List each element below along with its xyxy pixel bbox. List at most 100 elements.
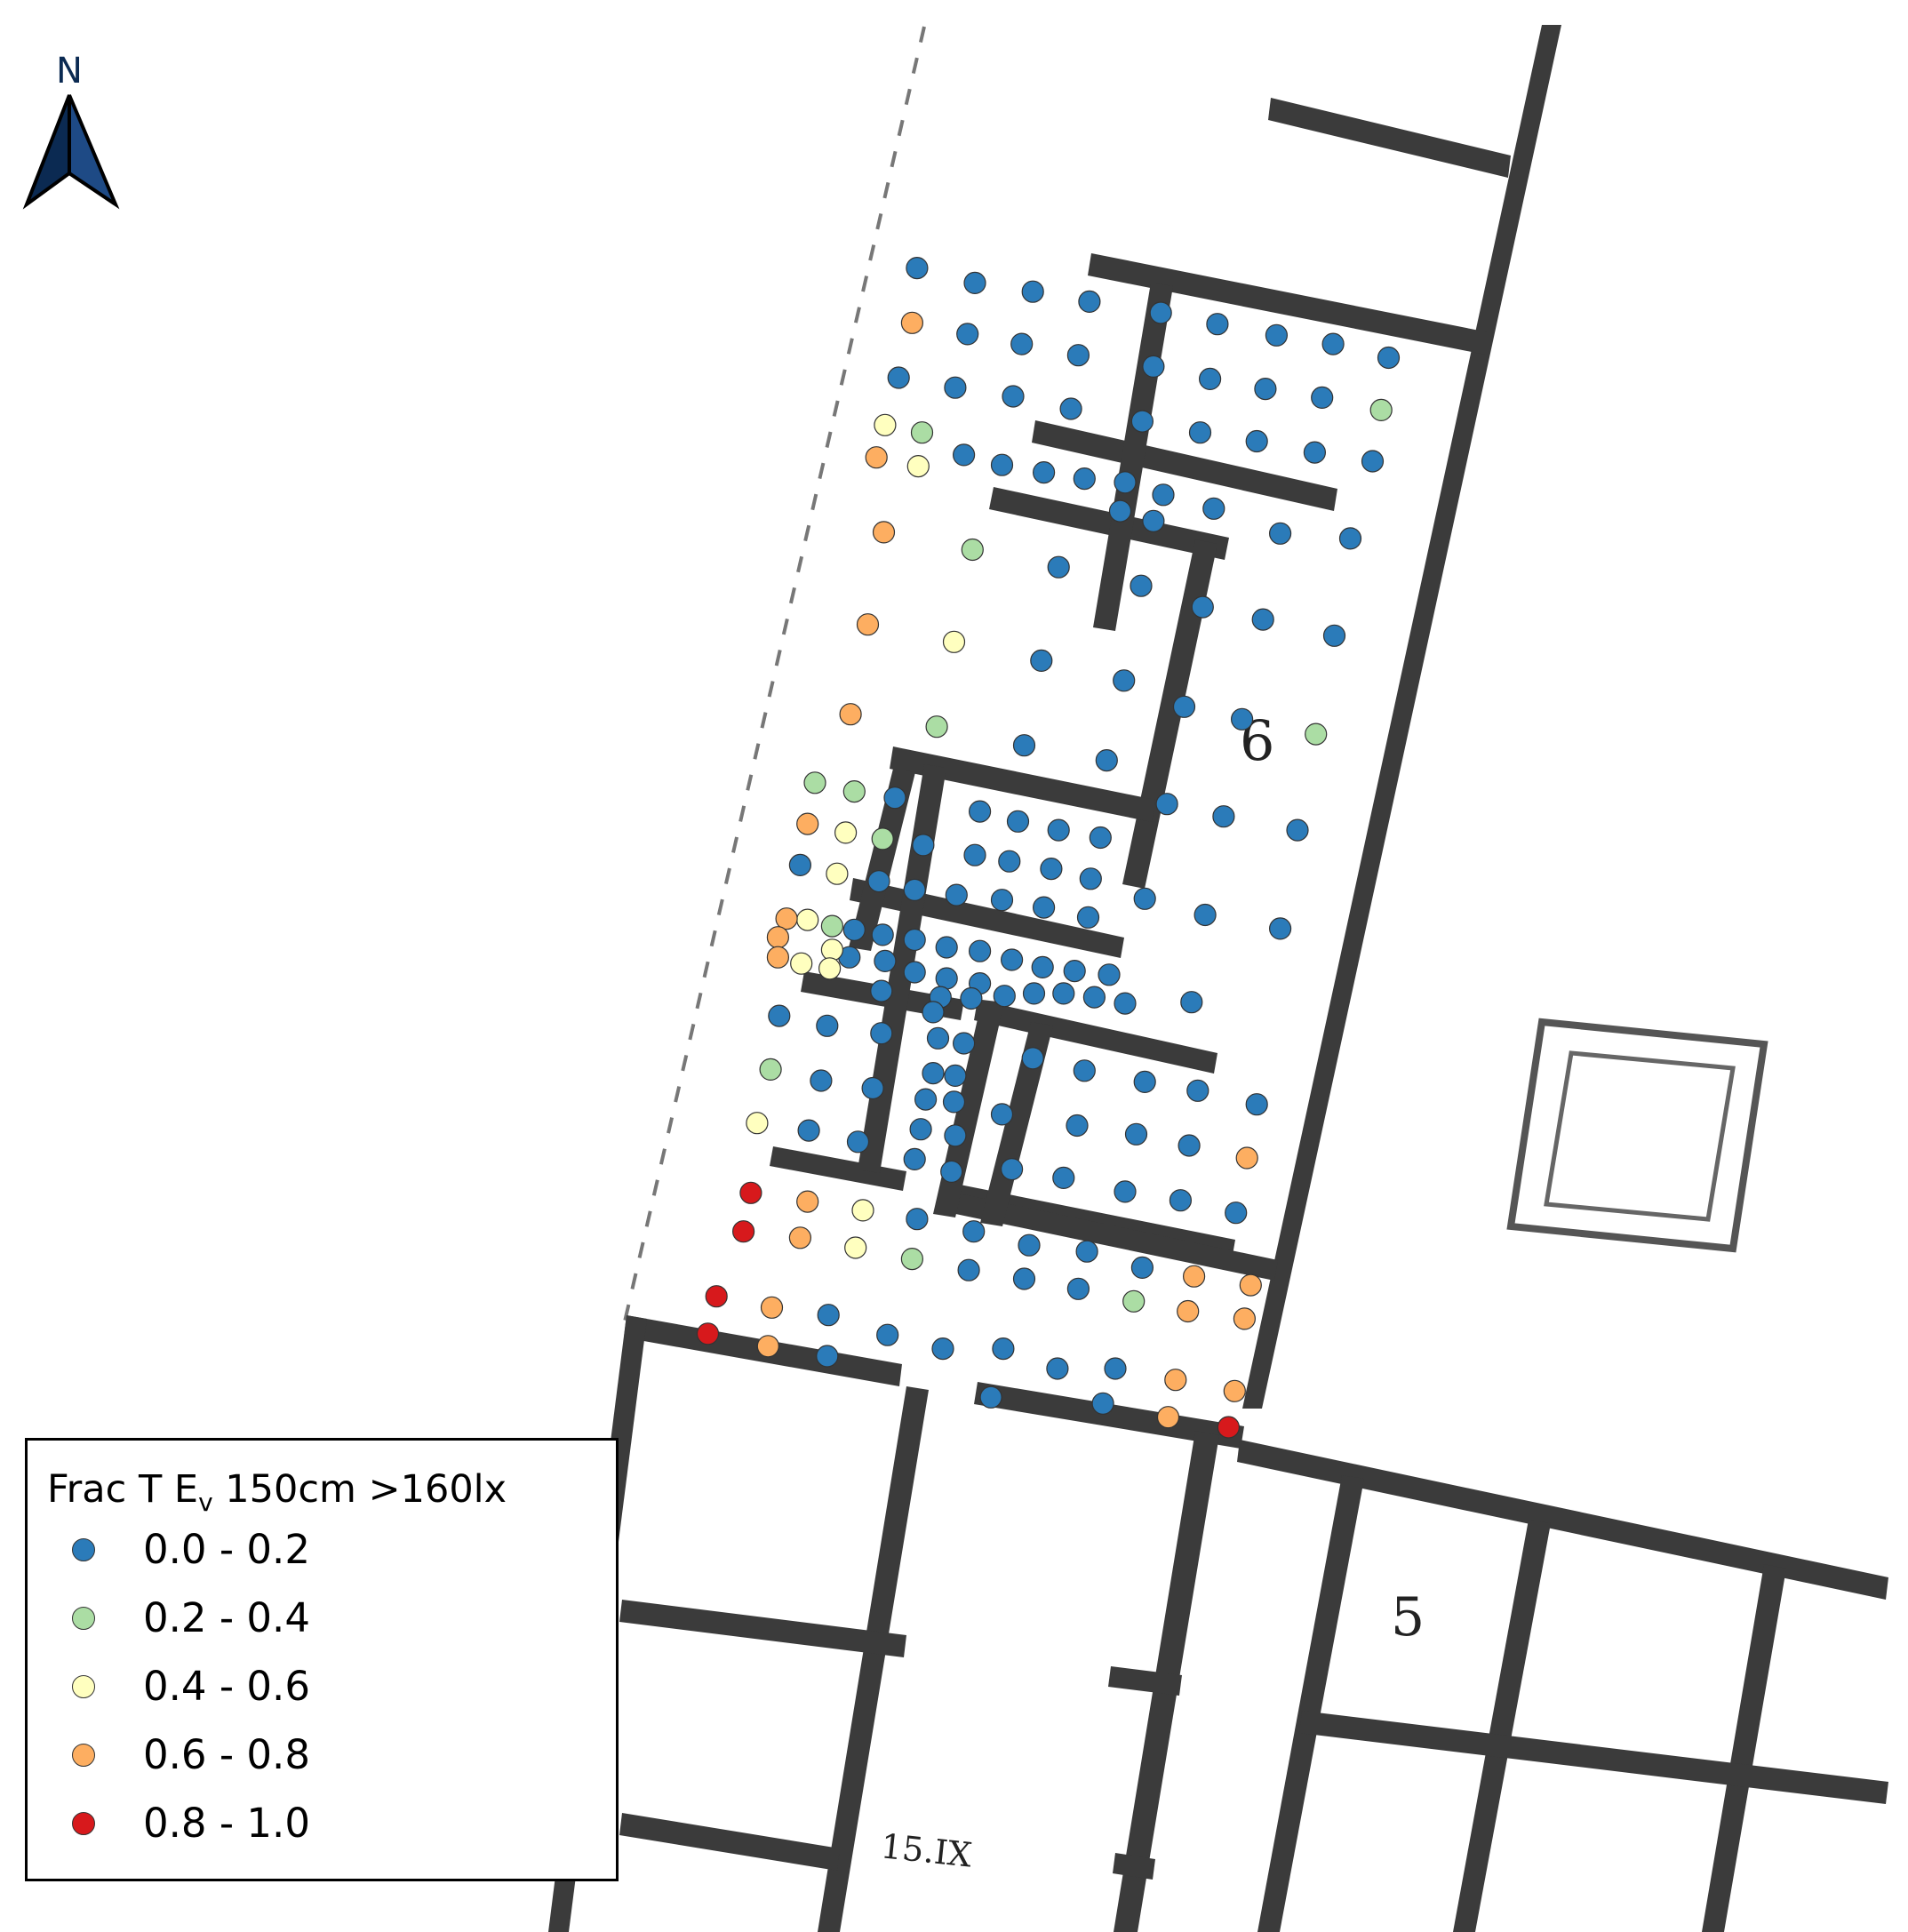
measurement-point [731, 1220, 755, 1243]
measurement-point [961, 538, 984, 562]
measurement-point [968, 800, 992, 823]
measurement-point [766, 946, 790, 969]
measurement-point [900, 311, 924, 334]
measurement-point [1012, 1267, 1036, 1290]
measurement-point [1164, 1369, 1187, 1392]
measurement-point [839, 703, 862, 726]
measurement-point [1073, 467, 1096, 491]
measurement-point [1104, 1357, 1127, 1380]
measurement-point [1235, 1146, 1258, 1170]
measurement-point [1254, 378, 1277, 401]
measurement-point [1113, 669, 1136, 692]
measurement-point [1079, 867, 1102, 890]
measurement-point [856, 613, 880, 636]
measurement-point [968, 939, 992, 962]
measurement-points [696, 257, 1401, 1439]
measurement-point [1114, 471, 1137, 494]
measurement-point [903, 1147, 926, 1171]
north-arrow-icon: N [22, 51, 120, 210]
measurement-point [1047, 555, 1070, 579]
measurement-point [872, 521, 896, 544]
measurement-point [914, 1088, 938, 1111]
measurement-point [1130, 574, 1153, 597]
measurement-point [926, 1026, 950, 1050]
legend-item: 0.0 - 0.2 [28, 1529, 616, 1598]
measurement-point [1369, 398, 1393, 421]
measurement-point [820, 938, 844, 962]
measurement-point [906, 1208, 929, 1231]
measurement-point [1172, 695, 1196, 718]
measurement-point [1000, 1157, 1024, 1181]
measurement-point [1032, 896, 1056, 919]
measurement-point [903, 878, 926, 902]
measurement-point [871, 827, 894, 850]
measurement-point [1078, 290, 1101, 313]
measurement-point [759, 1058, 782, 1082]
measurement-point [942, 1090, 966, 1114]
measurement-point [1268, 522, 1292, 545]
measurement-point [705, 1285, 728, 1308]
measurement-point [1089, 826, 1112, 850]
measurement-point [1012, 734, 1036, 757]
measurement-point [935, 936, 958, 959]
measurement-point [1321, 332, 1345, 355]
measurement-point [1030, 649, 1053, 673]
legend-item: 0.8 - 1.0 [28, 1803, 616, 1872]
measurement-point [816, 1345, 839, 1368]
legend-title: Frac T Ev 150cm >160lx [47, 1467, 507, 1517]
legend-title-rest: 150cm >160lx [212, 1467, 507, 1512]
measurement-point [1217, 1416, 1241, 1439]
measurement-point [788, 853, 812, 877]
measurement-point [874, 949, 897, 973]
measurement-point [1206, 313, 1229, 336]
measurement-point [990, 889, 1014, 912]
measurement-point [1122, 1289, 1146, 1313]
measurement-point [1108, 499, 1132, 523]
measurement-point [1202, 497, 1225, 520]
measurement-point [1006, 810, 1030, 833]
measurement-point [1223, 1379, 1246, 1402]
legend-label: 0.8 - 1.0 [143, 1800, 310, 1847]
measurement-point [788, 1226, 812, 1249]
measurement-point [810, 1069, 833, 1092]
measurement-point [818, 957, 842, 980]
measurement-point [1130, 410, 1154, 433]
measurement-point [990, 1103, 1014, 1126]
legend: Frac T Ev 150cm >160lx 0.0 - 0.2 0.2 - 0… [25, 1438, 619, 1881]
measurement-point [1010, 332, 1034, 355]
measurement-point [796, 812, 819, 835]
measurement-point [1188, 421, 1212, 444]
measurement-point [1032, 460, 1056, 484]
measurement-point [912, 834, 935, 857]
measurement-point [1239, 1273, 1262, 1297]
measurement-point [1311, 386, 1334, 409]
legend-swatch [72, 1607, 95, 1630]
measurement-point [1000, 948, 1024, 971]
measurement-point [1095, 748, 1118, 772]
measurement-point [1046, 1357, 1069, 1380]
legend-label: 0.0 - 0.2 [143, 1526, 310, 1573]
measurement-point [935, 967, 958, 990]
measurement-point [846, 1130, 870, 1154]
measurement-point [1191, 595, 1214, 619]
measurement-point [817, 1304, 840, 1327]
measurement-point [952, 1032, 976, 1055]
measurement-point [1225, 1202, 1248, 1225]
measurement-point [1322, 624, 1346, 647]
measurement-point [1082, 986, 1106, 1009]
measurement-point [1022, 982, 1046, 1005]
measurement-point [739, 1181, 762, 1204]
measurement-point [998, 850, 1021, 873]
measurement-point [1073, 1059, 1096, 1082]
measurement-point [1303, 441, 1327, 464]
measurement-point [900, 1247, 924, 1271]
measurement-point [1124, 1122, 1148, 1146]
measurement-point [1075, 1240, 1098, 1263]
measurement-point [906, 257, 929, 280]
measurement-point [803, 771, 826, 794]
measurement-point [820, 914, 844, 938]
legend-item: 0.6 - 0.8 [28, 1735, 616, 1803]
measurement-point [1156, 1406, 1180, 1429]
measurement-point [1177, 1299, 1200, 1323]
